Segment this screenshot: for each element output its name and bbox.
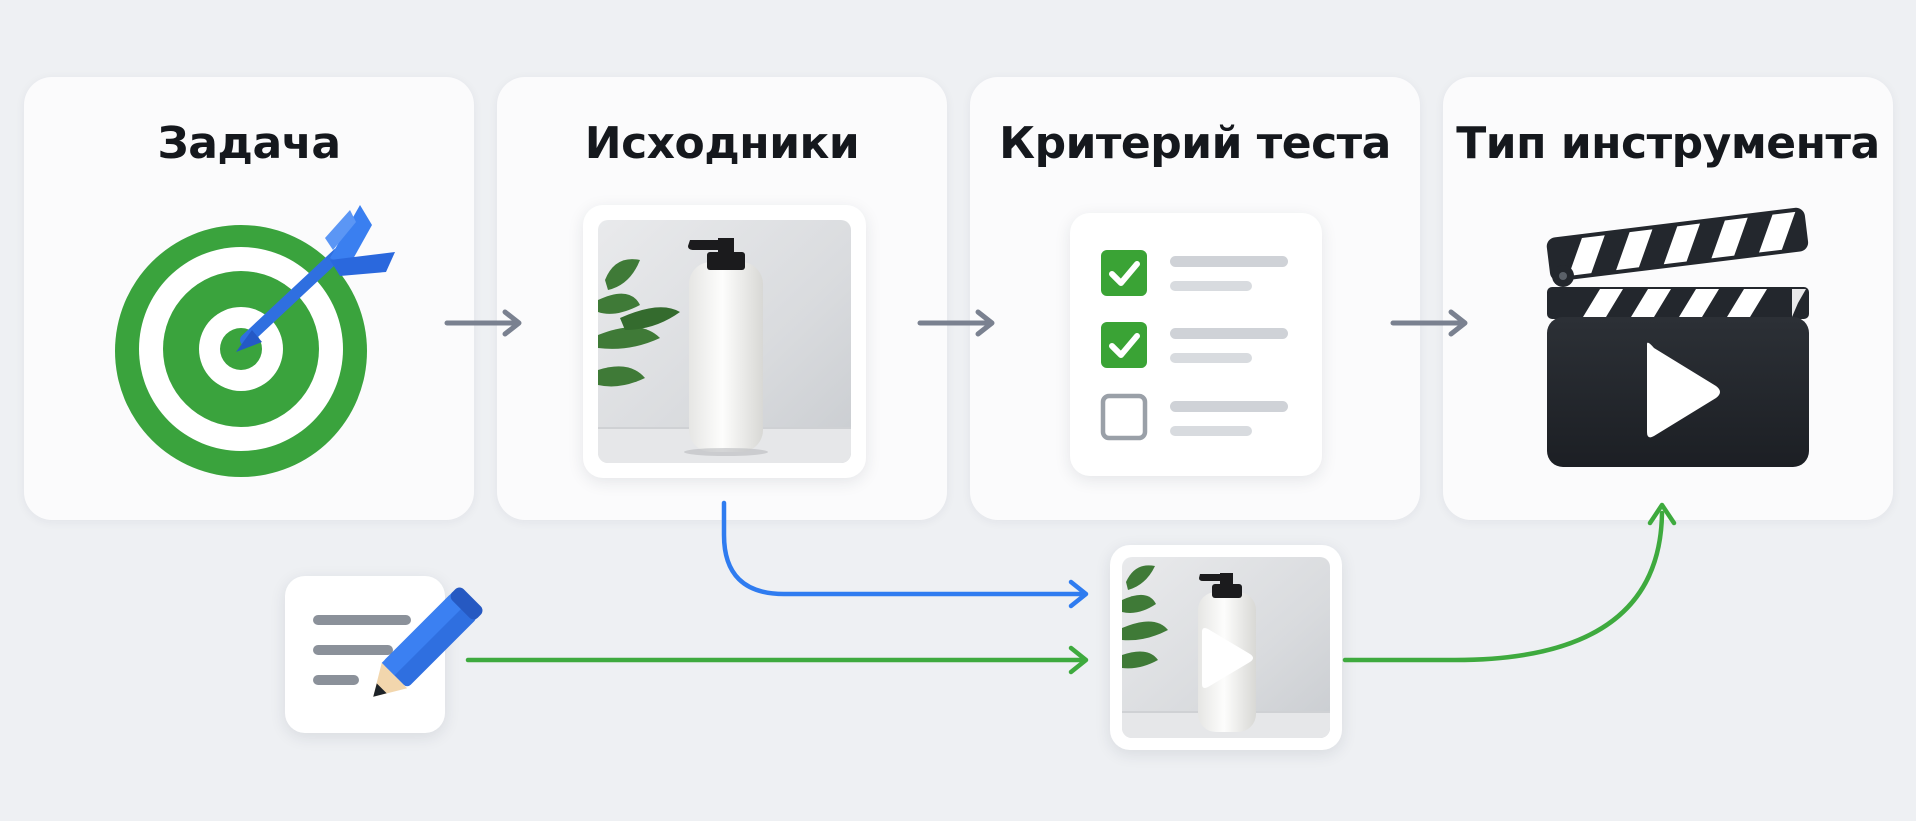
- step-title-tool-type: Тип инструмента: [1456, 118, 1880, 169]
- video-preview-icon: [1122, 557, 1330, 738]
- step-title-task: Задача: [157, 118, 341, 169]
- text-to-preview-arrow: [465, 645, 1089, 675]
- product-photo-icon: [598, 220, 851, 463]
- clapperboard-icon: [1546, 207, 1809, 467]
- flow-arrow-3: [1390, 309, 1468, 337]
- step-title-sources: Исходники: [584, 118, 860, 169]
- preview-to-tool-arrow: [1342, 502, 1677, 663]
- flow-arrow-1: [444, 309, 522, 337]
- source-to-preview-arrow: [721, 500, 1089, 609]
- text-with-pencil-icon: [313, 587, 483, 697]
- checklist-icon: [1100, 250, 1288, 441]
- step-title-test-criterion: Критерий теста: [999, 118, 1391, 169]
- flow-arrow-2: [917, 309, 995, 337]
- target-with-dart-icon: [115, 205, 395, 477]
